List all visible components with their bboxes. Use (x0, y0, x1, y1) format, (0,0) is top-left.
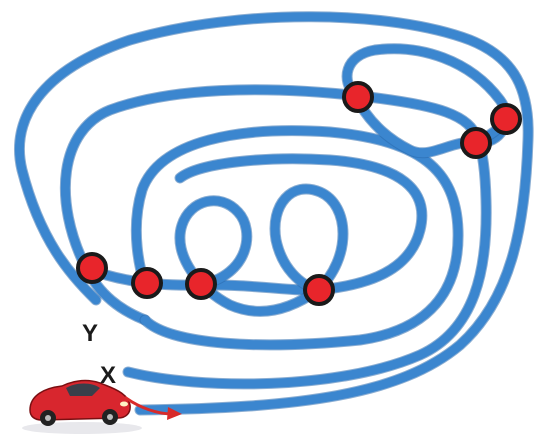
node-top-right-1 (462, 129, 490, 157)
node-center (305, 276, 333, 304)
track-paths (19, 17, 528, 410)
node-left-3 (187, 270, 215, 298)
node-left-1 (78, 254, 106, 282)
node-left-2 (133, 269, 161, 297)
start-label-y: Y (82, 322, 98, 346)
red-car-icon (22, 381, 142, 434)
node-top-center (344, 83, 372, 111)
node-top-right-2 (492, 105, 520, 133)
right-small-loop-path (275, 189, 343, 290)
start-label-x: X (100, 364, 116, 388)
